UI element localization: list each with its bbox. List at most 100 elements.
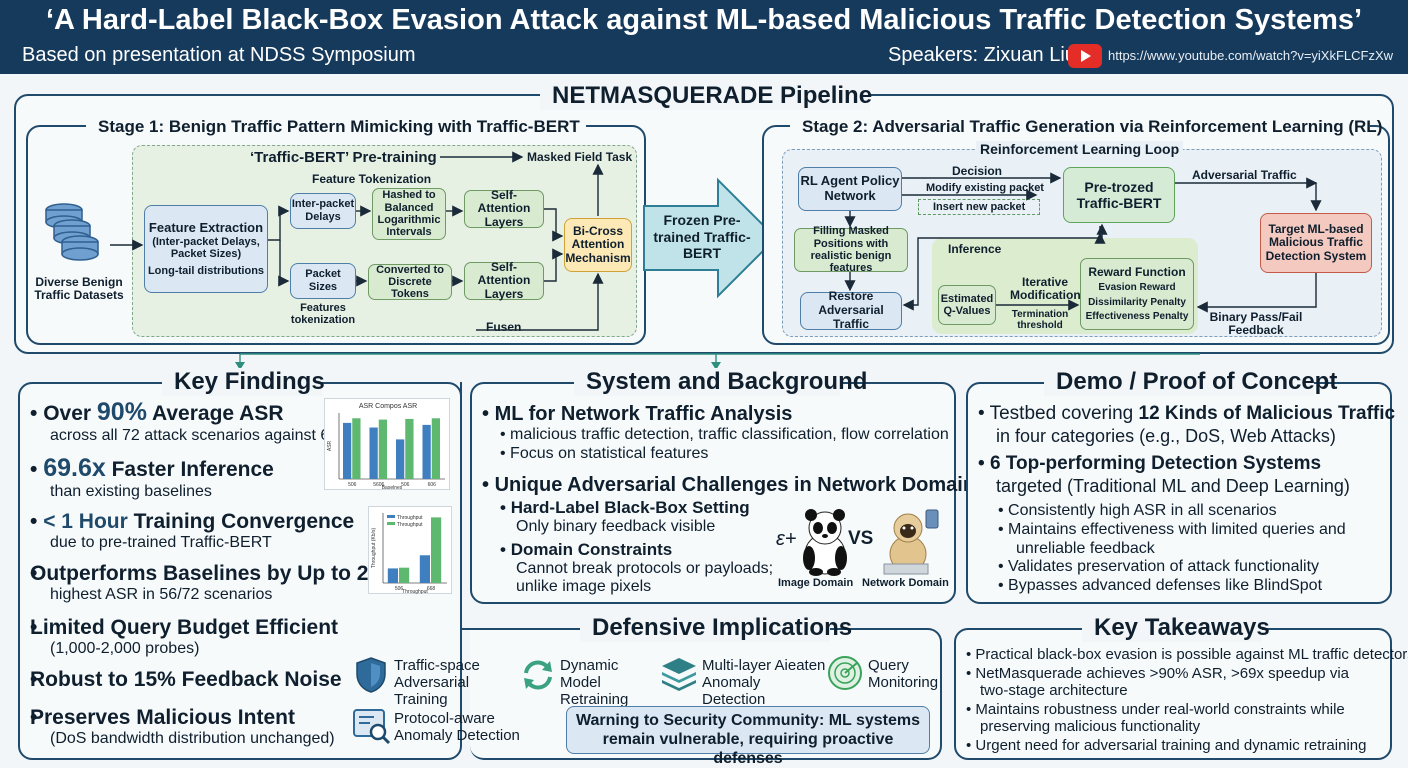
demo-l1-sub: in four categories (e.g., DoS, Web Attac…: [996, 426, 1336, 446]
reward-1: Evasion Reward: [1098, 282, 1176, 294]
layers-icon: [662, 658, 696, 691]
image-domain-label: Image Domain: [778, 577, 854, 589]
converted-box: Converted to Discrete Tokens: [368, 264, 452, 300]
finding-4-sub: highest ASR in 56/72 scenarios: [50, 586, 273, 603]
delays-box: Inter-packet Delays: [290, 193, 356, 229]
feature-extraction-box: Feature Extraction (Inter-packet Delays,…: [144, 205, 268, 293]
finding-7: Preserves Malicious Intent (DoS bandwidt…: [30, 706, 335, 747]
finding-2: • 69.6x Faster Inference than existing b…: [30, 454, 274, 500]
bullet-7: •: [30, 706, 38, 729]
finding-3-sub: due to pre-trained Traffic-BERT: [50, 534, 272, 551]
bicross-box: Bi-Cross Attention Mechanism: [564, 218, 632, 272]
warning-line-1: Warning to Security Community: ML system…: [575, 712, 921, 729]
bar-0-0: [387, 568, 398, 583]
bar-0-0: [342, 422, 352, 479]
bar-3-1: [431, 418, 441, 479]
database-icon: [45, 203, 99, 261]
adv-traffic-label: Adversarial Traffic: [1192, 168, 1297, 182]
system-b1: • malicious traffic detection, traffic c…: [500, 426, 949, 443]
pretraining-label: ‘Traffic-BERT’ Pre-training: [250, 149, 437, 166]
iterative-label: Iterative Modifications: [1010, 275, 1088, 303]
y-axis-label: ASR: [327, 440, 333, 451]
system-h2: • Unique Adversarial Challenges in Netwo…: [482, 474, 976, 496]
demo-b3: • Validates preservation of attack funct…: [998, 558, 1320, 575]
feedback-label: Binary Pass/Fail Feedback: [1209, 310, 1303, 338]
pretrozed-box: Pre-trozed Traffic-BERT: [1063, 167, 1175, 223]
finding-4: Outperforms Baselines by Up to 21% highe…: [30, 562, 399, 603]
finding-2-sub: than existing baselines: [50, 483, 212, 500]
restore-box: Restore Adversarial Traffic: [800, 289, 902, 331]
self-attention-1: Self-Attention Layers: [464, 188, 544, 228]
finding-3: • < 1 Hour Training Convergence due to p…: [30, 510, 355, 551]
page-title: ‘A Hard-Label Black-Box Evasion Attack a…: [45, 4, 1363, 36]
takeaway-2: • NetMasquerade achieves >90% ASR, >69x …: [966, 665, 1349, 682]
tick-label: 506: [348, 482, 357, 488]
bar-2-0: [395, 439, 405, 479]
x-axis-label: Throughput: [402, 589, 428, 595]
legend-entry: Throughput: [397, 522, 423, 528]
tick-label: 668: [427, 586, 436, 592]
demo-b4: • Bypasses advanced defenses like BlindS…: [998, 577, 1323, 594]
video-link[interactable]: https://www.youtube.com/watch?v=yiXkFLCF…: [1108, 48, 1394, 63]
system-s2-text2: unlike image pixels: [516, 578, 652, 595]
bar-0-1: [352, 418, 361, 479]
extraction-detail: (Inter-packet Delays, Packet Sizes): [152, 235, 260, 261]
inference-label: Inference: [948, 242, 1002, 256]
finding-7-sub: (DoS bandwidth distribution unchanged): [50, 730, 335, 747]
rl-loop-label: Reinforcement Learning Loop: [976, 141, 1184, 157]
system-panel: [470, 382, 956, 604]
youtube-icon: [1068, 44, 1102, 68]
target-box: Target ML-based Malicious Traffic Detect…: [1260, 213, 1372, 273]
frozen-arrow-icon: [643, 177, 778, 299]
termination-label: Termination threshold: [1011, 309, 1069, 331]
refresh-icon: [524, 660, 552, 690]
reward-title: Reward Function: [1088, 265, 1186, 279]
system-s1: • Hard-Label Black-Box Setting: [500, 498, 750, 517]
finding-1: • Over 90% Average ASR across all 72 att…: [30, 398, 330, 444]
bar-1-1: [431, 517, 442, 583]
x-axis-label: Baselnes: [382, 485, 403, 491]
qvalues-box: Estimated Q-Values: [938, 285, 996, 325]
takeaways-panel: [954, 628, 1392, 760]
stage2-title: Stage 2: Adversarial Traffic Generation …: [790, 117, 1382, 137]
warning-line-2: remain vulnerable, requiring proactive d…: [602, 731, 894, 768]
insert-label: Insert new packet: [918, 199, 1041, 215]
reward-box: Reward Function Evasion Reward Dissimila…: [1080, 258, 1194, 330]
datasets-label: Diverse Benign Traffic Datasets: [34, 275, 124, 303]
rl-agent-box: RL Agent Policy Network: [798, 167, 902, 211]
defensive-title: Defensive Implications: [580, 614, 852, 642]
finding-5-sub: (1,000-2,000 probes): [50, 640, 200, 657]
radar-icon: [828, 656, 862, 690]
legend-swatch: [387, 515, 395, 518]
demo-b1: • Consistently high ASR in all scenarios: [998, 502, 1277, 519]
reward-2: Dissimilarity Penalty: [1088, 296, 1186, 308]
defensive-top-line: [460, 628, 474, 630]
defense-item-4: Query Monitoring: [868, 657, 939, 691]
legend-swatch: [387, 522, 395, 525]
bar-1-0: [419, 555, 430, 583]
bullet-4: •: [30, 562, 38, 585]
defensive-connector: [460, 382, 472, 630]
bar-1-0: [369, 427, 378, 479]
finding-5: Limited Query Budget Efficient (1,000-2,…: [30, 616, 339, 657]
frozen-label: Frozen Pre-trained Traffic-BERT: [653, 212, 751, 262]
reward-3: Effectiveness Penalty: [1085, 310, 1189, 322]
header-banner: ‘A Hard-Label Black-Box Evasion Attack a…: [0, 0, 1408, 74]
takeaway-3: • Maintains robustness under real-world …: [966, 701, 1345, 718]
finding-6: Robust to 15% Feedback Noise: [30, 668, 342, 691]
system-s1-text: Only binary feedback visible: [516, 518, 716, 535]
key-findings-title: Key Findings: [162, 368, 325, 396]
finding-1-sub: across all 72 attack scenarios against 6: [50, 427, 330, 444]
demo-l2-sub: targeted (Traditional ML and Deep Learni…: [996, 476, 1350, 496]
demo-l1: • Testbed covering 12 Kinds of Malicious…: [978, 403, 1396, 424]
tick-label: 506: [395, 586, 404, 592]
tokenization-label: Feature Tokenization: [312, 172, 432, 186]
page-subtitle: Based on presentation at NDSS Symposium: [22, 44, 416, 66]
demo-l2: • 6 Top-performing Detection Systems: [978, 453, 1322, 474]
takeaways-title: Key Takeaways: [1082, 614, 1270, 642]
chart-title: ASR Compos ASR: [359, 403, 417, 410]
defense-item-2: Dynamic Model Retraining: [560, 657, 629, 708]
self-attention-2: Self-Attention Layers: [464, 260, 544, 300]
